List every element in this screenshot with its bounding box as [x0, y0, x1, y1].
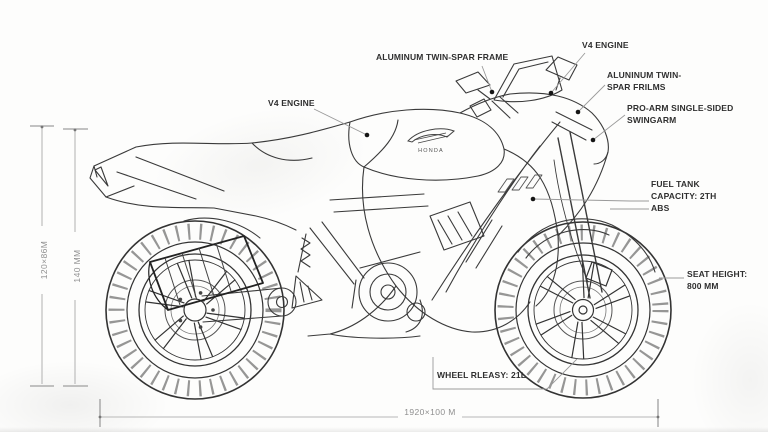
- front-wheel: [494, 221, 672, 399]
- tail-light: [94, 166, 109, 187]
- honda-wing-icon: HONDA: [407, 128, 455, 154]
- callout-frame-right: ALUNINUM TWIN- SPAR FRILMS: [607, 69, 681, 93]
- rear-spokes: [145, 259, 245, 361]
- callout-swingarm-line2: SWINGARM: [627, 115, 677, 125]
- callout-fuel-line2: CAPACITY: 2TH: [651, 191, 717, 201]
- callout-frame-right-line2: SPAR FRILMS: [607, 82, 666, 92]
- bottom-edge-shadow: [0, 427, 768, 432]
- front-fork: [557, 131, 603, 299]
- callout-swingarm: PRO-ARM SINGLE-SIDED SWINGARM: [627, 102, 733, 126]
- mirror-right: [545, 56, 578, 91]
- callout-fuel-tank: FUEL TANK CAPACITY: 2TH ABS: [651, 178, 716, 214]
- callout-frame-top: ALUMINUM TWIN-SPAR FRAME: [376, 52, 509, 62]
- callout-engine-left: V4 ENGINE: [268, 98, 315, 108]
- exhaust-muffler: [148, 235, 264, 311]
- callout-engine-top: V4 ENGINE: [582, 40, 629, 50]
- dimension-height-outer: 120×86M: [39, 226, 49, 294]
- rear-wheel: [105, 220, 285, 400]
- radiator: [429, 201, 485, 251]
- callout-swingarm-line1: PRO-ARM SINGLE-SIDED: [627, 103, 734, 113]
- mirror-left: [455, 71, 491, 100]
- engine: [351, 251, 426, 333]
- callout-fuel-line1: FUEL TANK: [651, 179, 700, 189]
- dimension-height-inner: 140 MM: [72, 232, 82, 300]
- leader-dots: [364, 89, 596, 202]
- model-badge: [497, 174, 543, 193]
- callout-fuel-line3: ABS: [651, 203, 670, 213]
- tank-badge-text: HONDA: [418, 148, 444, 154]
- front-fender: [517, 218, 656, 273]
- leader-lines: [313, 52, 684, 390]
- dimension-overall-length: 1920×100 M: [404, 407, 456, 417]
- brake-caliper: [585, 261, 613, 287]
- callout-seat-line2: 800 MM: [687, 281, 719, 291]
- fuel-tank-outline: [348, 108, 505, 181]
- callout-frame-right-line1: ALUNINUM TWIN-: [607, 70, 682, 80]
- dimension-lines: [30, 125, 660, 427]
- callout-seat-line1: SEAT HEIGHT:: [687, 269, 748, 279]
- callout-seat-height: SEAT HEIGHT: 800 MM: [687, 268, 747, 292]
- callout-wheel-note: WHEEL RLEASY: 21L: [437, 370, 527, 380]
- bodywork: [89, 55, 656, 339]
